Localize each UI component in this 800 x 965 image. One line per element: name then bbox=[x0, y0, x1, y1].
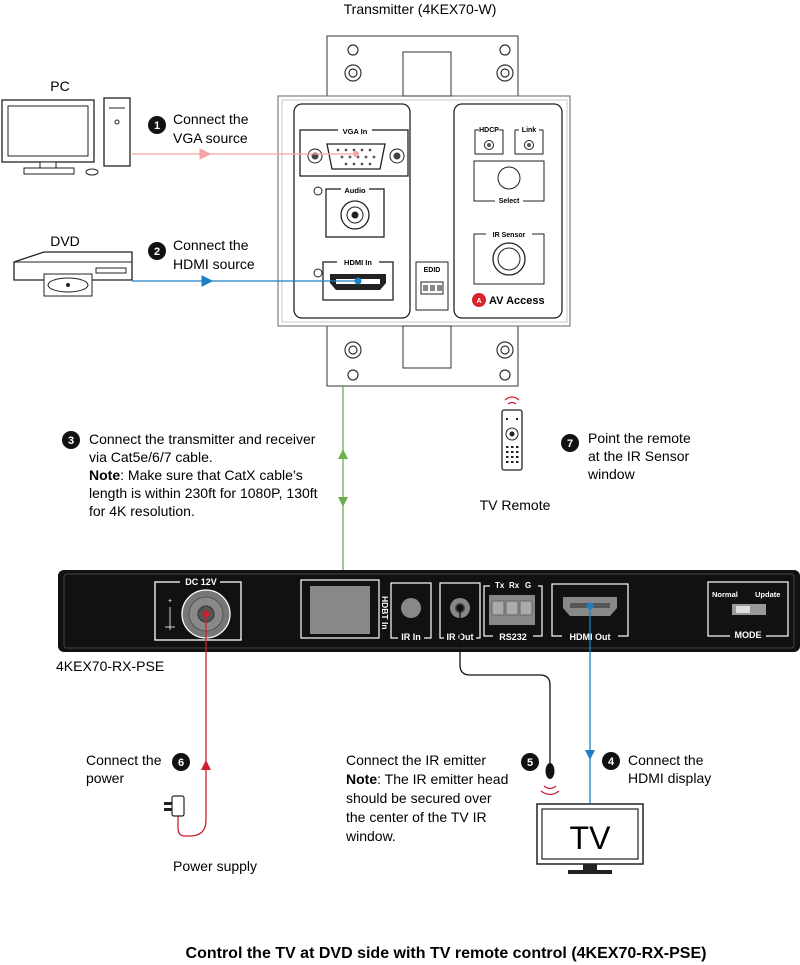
step-3: 3 Connect the transmitter and receiver v… bbox=[62, 431, 318, 519]
audio-label: Audio bbox=[344, 186, 366, 195]
step-6: 6 Connect the power bbox=[86, 752, 190, 786]
svg-text:6: 6 bbox=[178, 757, 184, 769]
tv-label: TV bbox=[570, 820, 612, 856]
power-cable bbox=[177, 614, 207, 837]
hdcp-label: HDCP bbox=[479, 127, 499, 134]
svg-text:window: window bbox=[587, 466, 636, 482]
svg-text:5: 5 bbox=[527, 757, 533, 769]
edid-label: EDID bbox=[424, 267, 441, 274]
svg-text:window.: window. bbox=[345, 828, 396, 844]
svg-text:3: 3 bbox=[68, 435, 74, 447]
svg-text:G: G bbox=[525, 581, 531, 590]
svg-text:power: power bbox=[86, 770, 124, 786]
link-label: Link bbox=[522, 127, 536, 134]
pc-label: PC bbox=[50, 78, 69, 94]
svg-text:4: 4 bbox=[608, 756, 615, 768]
svg-text:Point the remote: Point the remote bbox=[588, 430, 691, 446]
svg-text:the center of the TV IR: the center of the TV IR bbox=[346, 809, 487, 825]
svg-text:length is within 230ft for 108: length is within 230ft for 1080P, 130ft bbox=[89, 485, 318, 501]
svg-text:Note: Make sure that CatX cabl: Note: Make sure that CatX cable’s bbox=[89, 467, 303, 483]
transmitter-label: Transmitter (4KEX70-W) bbox=[344, 1, 497, 17]
ir-emitter-cable bbox=[459, 608, 551, 765]
tv-remote-icon bbox=[501, 396, 523, 471]
svg-text:should be secured over: should be secured over bbox=[346, 790, 492, 806]
step-5: 5 Connect the IR emitter Note: The IR em… bbox=[345, 752, 539, 844]
diagram-title: Control the TV at DVD side with TV remot… bbox=[186, 945, 707, 962]
svg-text:Connect the: Connect the bbox=[628, 752, 704, 768]
dc-12v-label: DC 12V bbox=[185, 577, 217, 587]
svg-text:+: + bbox=[168, 598, 172, 605]
svg-text:7: 7 bbox=[567, 438, 573, 450]
svg-text:at the IR Sensor: at the IR Sensor bbox=[588, 448, 690, 464]
svg-text:Tx: Tx bbox=[495, 581, 505, 590]
ir-in-label: IR In bbox=[401, 632, 421, 642]
svg-text:HDMI source: HDMI source bbox=[173, 256, 255, 272]
mode-label: MODE bbox=[735, 630, 762, 640]
power-supply-label: Power supply bbox=[173, 858, 257, 874]
svg-text:VGA source: VGA source bbox=[173, 130, 248, 146]
svg-text:Connect the: Connect the bbox=[173, 111, 249, 127]
ir-sensor-label: IR Sensor bbox=[493, 232, 526, 239]
hdbt-in-label: HDBT In bbox=[380, 596, 390, 630]
receiver-device: DC 12V + HDBT In IR In IR Out Tx Rx G bbox=[58, 570, 800, 652]
receiver-label: 4KEX70-RX-PSE bbox=[56, 658, 164, 674]
svg-text:for 4K resolution.: for 4K resolution. bbox=[89, 503, 195, 519]
hdmi-in-label: HDMI In bbox=[344, 258, 372, 267]
svg-text:via Cat5e/6/7 cable.: via Cat5e/6/7 cable. bbox=[89, 449, 213, 465]
svg-text:Connect the: Connect the bbox=[173, 237, 249, 253]
svg-text:Rx: Rx bbox=[509, 581, 520, 590]
svg-text:Connect the IR emitter: Connect the IR emitter bbox=[346, 752, 486, 768]
pc-icon bbox=[1, 97, 131, 176]
brand-label: AV Access bbox=[489, 295, 545, 307]
rs232-label: RS232 bbox=[499, 632, 527, 642]
vga-in-label: VGA In bbox=[343, 127, 368, 136]
power-adapter-icon bbox=[164, 795, 185, 817]
svg-text:2: 2 bbox=[154, 246, 160, 258]
av-access-logo-icon bbox=[472, 293, 486, 307]
mode-normal-label: Normal bbox=[712, 590, 738, 599]
step-4: 4 Connect the HDMI display bbox=[602, 752, 711, 786]
svg-text:Note: The IR emitter head: Note: The IR emitter head bbox=[346, 771, 508, 787]
step-7: 7 Point the remote at the IR Sensor wind… bbox=[561, 430, 691, 482]
step-2: 2 Connect the HDMI source bbox=[148, 237, 255, 272]
svg-text:A: A bbox=[476, 298, 481, 305]
svg-text:Connect the transmitter and re: Connect the transmitter and receiver bbox=[89, 431, 316, 447]
mode-update-label: Update bbox=[755, 590, 780, 599]
step-1: 1 Connect the VGA source bbox=[148, 111, 249, 146]
tv-remote-label: TV Remote bbox=[480, 497, 551, 513]
svg-text:Connect the: Connect the bbox=[86, 752, 162, 768]
svg-text:HDMI display: HDMI display bbox=[628, 770, 711, 786]
ir-emitter-icon bbox=[540, 763, 560, 796]
dvd-icon bbox=[13, 251, 133, 297]
svg-text:1: 1 bbox=[154, 120, 160, 132]
tv-icon bbox=[536, 803, 644, 874]
transmitter-device: VGA In Audio HDMI In EDID bbox=[277, 35, 571, 387]
select-label: Select bbox=[499, 198, 520, 205]
dvd-label: DVD bbox=[50, 233, 80, 249]
